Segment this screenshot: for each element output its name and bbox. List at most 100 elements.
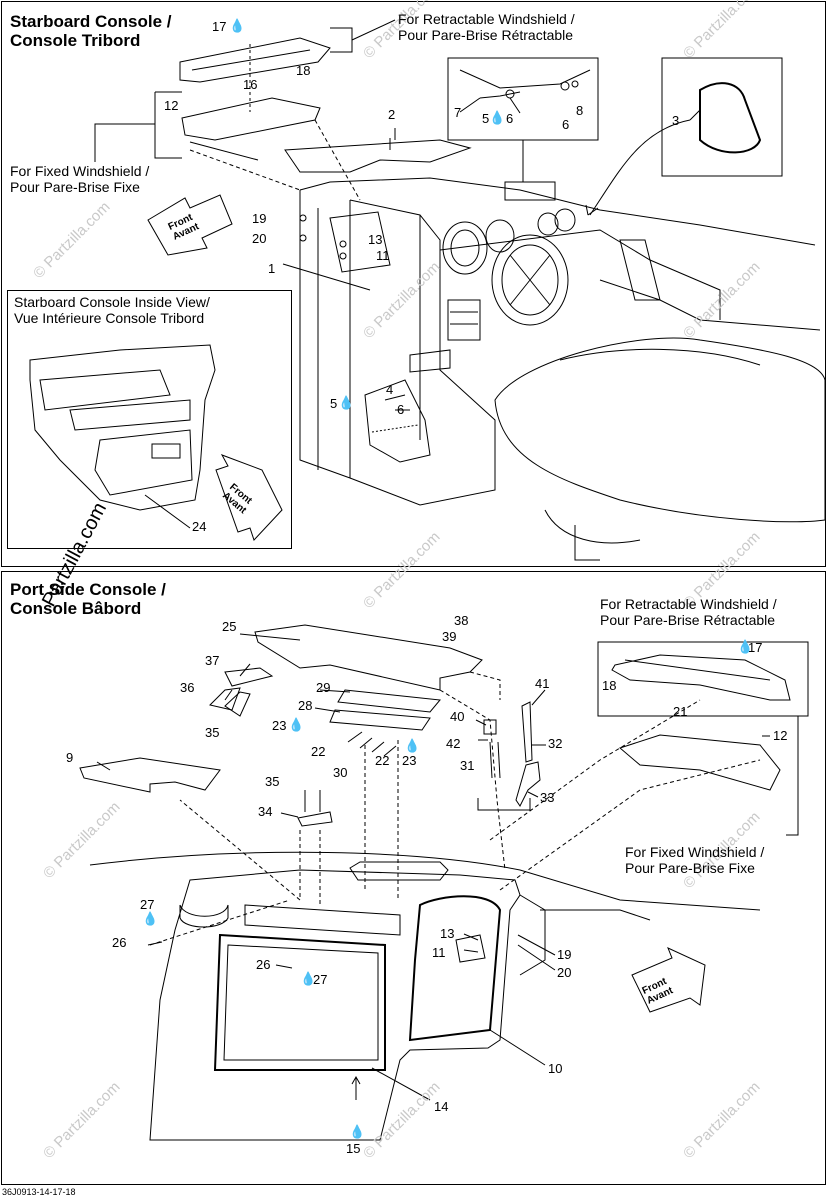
inside-view-label: Starboard Console Inside View/ Vue Intér…: [14, 294, 210, 326]
oil-drop-icon: 💧: [288, 717, 305, 732]
oil-drop-icon: 💧: [349, 1124, 366, 1139]
callout-11: 11: [432, 945, 446, 960]
callout-22: 22: [375, 753, 390, 768]
callout-31: 31: [460, 758, 475, 773]
pad-part-9: [79, 757, 221, 793]
inside-view-console: [29, 344, 216, 511]
callout-15: 15: [346, 1141, 361, 1156]
part-34: [297, 811, 333, 827]
oil-drop-icon: 💧: [229, 18, 246, 33]
plate-part-4: [364, 379, 431, 463]
callout-6: 6: [506, 111, 514, 126]
callout-11: 11: [376, 248, 390, 263]
bottom-fixed-label: For Fixed Windshield / Pour Pare-Brise F…: [625, 844, 765, 876]
oil-drop-icon: 💧: [338, 395, 355, 410]
callout-33: 33: [540, 790, 555, 805]
callout-21: 21: [673, 704, 688, 719]
screws-30: [347, 731, 397, 757]
callout-12: 12: [773, 728, 788, 743]
bracket-retractable-bottom: [597, 641, 809, 717]
panel-part-13: [329, 211, 391, 273]
panel-part-13-bottom: [455, 934, 486, 963]
front-arrow-inside: [215, 454, 283, 541]
oil-drop-icon: 💧: [404, 738, 421, 753]
callout-12: 12: [164, 98, 179, 113]
callout-17: 17: [212, 19, 227, 34]
part-29: [337, 689, 441, 713]
bottom-panel-frame: [1, 571, 826, 1185]
callout-5: 5: [482, 111, 490, 126]
callout-25: 25: [222, 619, 237, 634]
starboard-console: [299, 177, 821, 506]
trim-part-18: [179, 37, 331, 83]
callout-10: 10: [548, 1061, 563, 1076]
callout-35: 35: [265, 774, 280, 789]
latch-40: [483, 719, 497, 735]
detail-box-seal: [661, 57, 783, 177]
callout-7: 7: [454, 105, 462, 120]
part-28: [329, 709, 431, 731]
callout-13: 13: [368, 232, 383, 247]
detail-box-retractable: [447, 57, 599, 141]
top-retractable-label: For Retractable Windshield / Pour Pare-B…: [398, 11, 575, 43]
callout-18: 18: [296, 63, 311, 78]
callout-14: 14: [434, 1099, 449, 1114]
top-panel-title: Starboard Console / Console Tribord: [10, 12, 172, 50]
oil-drop-icon: 💧: [489, 110, 506, 125]
front-arrow-bottom: [631, 947, 706, 1013]
callout-30: 30: [333, 765, 348, 780]
trim-part-21: [618, 734, 781, 791]
callout-19: 19: [252, 211, 267, 226]
bottom-retractable-label: For Retractable Windshield / Pour Pare-B…: [600, 596, 777, 628]
pad-part-2: [284, 139, 472, 173]
callout-42: 42: [446, 736, 461, 751]
callout-37: 37: [205, 653, 220, 668]
callout-23: 23: [272, 718, 287, 733]
callout-20: 20: [252, 231, 267, 246]
callout-8: 8: [576, 103, 584, 118]
callout-41: 41: [535, 676, 550, 691]
callout-1: 1: [268, 261, 276, 276]
callout-19: 19: [557, 947, 572, 962]
callout-34: 34: [258, 804, 273, 819]
callout-20: 20: [557, 965, 572, 980]
seat: [494, 337, 826, 561]
hinge-37-36: [209, 667, 274, 717]
callout-35: 35: [205, 725, 220, 740]
callout-23: 23: [402, 753, 417, 768]
callout-13: 13: [440, 926, 455, 941]
callout-5: 5: [330, 396, 338, 411]
oil-drop-icon: 💧: [737, 639, 754, 654]
callout-29: 29: [316, 680, 331, 695]
callout-32: 32: [548, 736, 563, 751]
front-arrow-top: [147, 194, 233, 256]
callout-6: 6: [562, 117, 570, 132]
port-console-lid-25: [254, 624, 483, 691]
top-fixed-label: For Fixed Windshield / Pour Pare-Brise F…: [10, 163, 150, 195]
top-panel-frame: [1, 1, 826, 567]
callout-39: 39: [442, 629, 457, 644]
callout-26: 26: [256, 957, 271, 972]
callout-6: 6: [397, 402, 405, 417]
callout-40: 40: [450, 709, 465, 724]
callout-28: 28: [298, 698, 313, 713]
latch-arm-33: [515, 761, 541, 807]
oil-drop-icon: 💧: [142, 911, 159, 926]
inside-view-frame: [7, 290, 292, 549]
callout-22: 22: [311, 744, 326, 759]
callout-9: 9: [66, 750, 74, 765]
bracket-retractable: [330, 27, 353, 53]
callout-38: 38: [454, 613, 469, 628]
callout-27: 27: [313, 972, 328, 987]
diagram-code: 36J0913-14-17-18: [2, 1187, 76, 1197]
callout-3: 3: [672, 113, 680, 128]
callout-16: 16: [243, 77, 258, 92]
callout-17: 17: [748, 640, 763, 655]
callout-27: 27: [140, 897, 155, 912]
port-console: [89, 851, 761, 1141]
callout-36: 36: [180, 680, 195, 695]
callout-4: 4: [386, 382, 394, 397]
callout-18: 18: [602, 678, 617, 693]
trim-part-16: [181, 97, 321, 141]
